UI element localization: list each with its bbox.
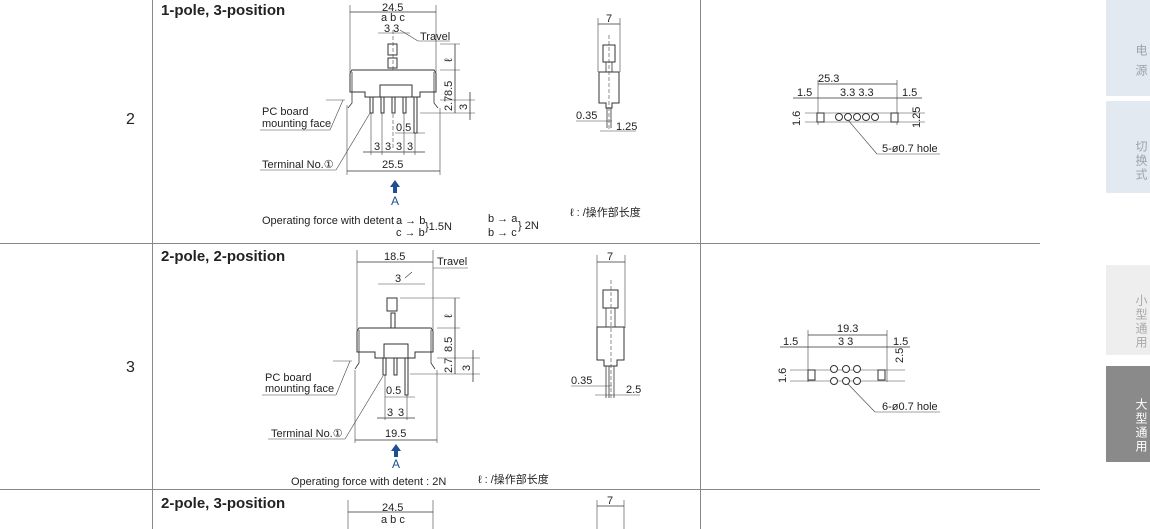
dim-pitch-top: 3 3 — [384, 23, 399, 35]
row-number: 2 — [126, 111, 135, 128]
dim-h2: 2.7 — [443, 96, 455, 111]
l-note: ℓ : /操作部长度 — [570, 205, 641, 219]
positions-label: a b c — [381, 12, 405, 24]
pcb-footprint: 19.3 1.5 3 3 1.5 1.6 2.5 6-ø0.7 hole — [777, 323, 940, 413]
row-4: 2-pole, 3-position 24.5 a b c 7 — [161, 495, 625, 529]
row-2: 2 1-pole, 3-position 24.5 a b c 3 3 Trav… — [126, 2, 940, 239]
dim-side-t2: 1.25 — [616, 121, 637, 133]
force-value: } 2N — [518, 220, 539, 232]
dim-width-top: 24.5 — [382, 502, 403, 514]
travel-label: Travel — [420, 31, 450, 43]
force-case: b → a — [488, 213, 518, 225]
positions-label: a b c — [381, 514, 405, 526]
dim-pin-width: 0.5 — [386, 385, 401, 397]
dim-side-t2: 2.5 — [626, 384, 641, 396]
dim-pin-width: 0.5 — [396, 122, 411, 134]
pc-board-label-2: mounting face — [265, 383, 334, 395]
row-number: 3 — [126, 359, 135, 376]
dim-l: ℓ — [443, 314, 455, 318]
dim-width-top: 24.5 — [382, 2, 403, 14]
dim-pitch: 3 — [387, 407, 393, 419]
holes-label: 6-ø0.7 hole — [882, 401, 938, 413]
travel-label: Travel — [437, 256, 467, 268]
side-tab-power[interactable]: 电源 — [1106, 0, 1150, 96]
dim-l: ℓ — [443, 58, 455, 62]
dim-height-left: 1.6 — [777, 368, 789, 383]
dim-h1: 8.5 — [443, 337, 455, 352]
dim-h1: 8.5 — [443, 81, 455, 96]
dim-pitch: 3 — [398, 407, 404, 419]
force-case: b → c — [488, 227, 517, 239]
dim-side-t1: 0.35 — [571, 375, 592, 387]
force-case: a → b — [396, 215, 425, 227]
side-tab-large-general[interactable]: 大型通用 — [1106, 366, 1150, 462]
dim-side-t1: 0.35 — [576, 110, 597, 122]
dim-side-width: 7 — [607, 251, 613, 263]
dim-height-left: 1.6 — [791, 111, 803, 126]
force-label: Operating force with detent : 2N — [291, 476, 446, 488]
dim-edge-left: 1.5 — [783, 336, 798, 348]
dim-pitch-top: 3 — [395, 273, 401, 285]
front-view-drawing: 24.5 a b c 3 3 Travel ℓ 8.5 2.7 3 0.5 — [260, 2, 475, 208]
dim-height-right: 2.5 — [894, 348, 906, 363]
dim-pitch: 3 — [407, 141, 413, 153]
dim-pitch: 3 — [374, 141, 380, 153]
dim-h3: 3 — [461, 365, 473, 371]
dim-h3: 3 — [458, 104, 470, 110]
dim-height-right: 1.25 — [911, 107, 923, 128]
terminal-label: Terminal No.① — [271, 428, 343, 440]
dim-edge-right: 1.5 — [893, 336, 908, 348]
view-label: A — [392, 457, 400, 471]
pc-board-label: PC board — [265, 372, 311, 384]
dim-side-width: 7 — [607, 495, 613, 507]
dim-pitch: 3.3 3.3 — [840, 87, 874, 99]
force-value: }1.5N — [425, 221, 452, 233]
dim-pitch: 3 3 — [838, 336, 853, 348]
view-arrow-icon — [390, 180, 400, 193]
front-view-drawing: 18.5 Travel 3 ℓ 8.5 2.7 3 0.5 3 3 1 — [262, 250, 480, 471]
row-title: 2-pole, 3-position — [161, 495, 285, 512]
l-note: ℓ : /操作部长度 — [478, 472, 549, 486]
side-view-drawing: 7 0.35 1.25 — [576, 13, 637, 133]
dim-total: 19.3 — [837, 323, 858, 335]
dim-width-bottom: 25.5 — [382, 159, 403, 171]
side-tab-switch[interactable]: 切换式 — [1106, 101, 1150, 193]
dim-pitch: 3 — [385, 141, 391, 153]
terminal-label: Terminal No.① — [262, 159, 334, 171]
view-label: A — [391, 194, 399, 208]
view-arrow-icon — [391, 444, 401, 457]
dim-h2: 2.7 — [443, 358, 455, 373]
dim-width-bottom: 19.5 — [385, 428, 406, 440]
pc-board-label-2: mounting face — [262, 118, 331, 130]
holes-label: 5-ø0.7 hole — [882, 143, 938, 155]
pc-board-label: PC board — [262, 106, 308, 118]
dim-side-width: 7 — [606, 13, 612, 25]
dim-edge-left: 1.5 — [797, 87, 812, 99]
force-label: Operating force with detent : — [262, 215, 400, 227]
dim-edge-right: 1.5 — [902, 87, 917, 99]
pcb-footprint: 25.3 1.5 3.3 3.3 1.5 1.6 1.25 5-ø0.7 hol… — [791, 73, 940, 155]
row-3: 3 2-pole, 2-position 18.5 Travel 3 ℓ 8.5… — [126, 248, 940, 488]
force-case: c → b — [396, 227, 425, 239]
dim-total: 25.3 — [818, 73, 839, 85]
dim-width-top: 18.5 — [384, 251, 405, 263]
operating-force: Operating force with detent : 2N ℓ : /操作… — [291, 472, 549, 488]
side-tab-small-general[interactable]: 小型通用 — [1106, 265, 1150, 355]
dim-pitch: 3 — [396, 141, 402, 153]
operating-force: Operating force with detent : a → b c → … — [262, 205, 641, 239]
row-title: 1-pole, 3-position — [161, 2, 285, 19]
side-view-drawing: 7 0.35 2.5 — [571, 251, 641, 398]
row-title: 2-pole, 2-position — [161, 248, 285, 265]
